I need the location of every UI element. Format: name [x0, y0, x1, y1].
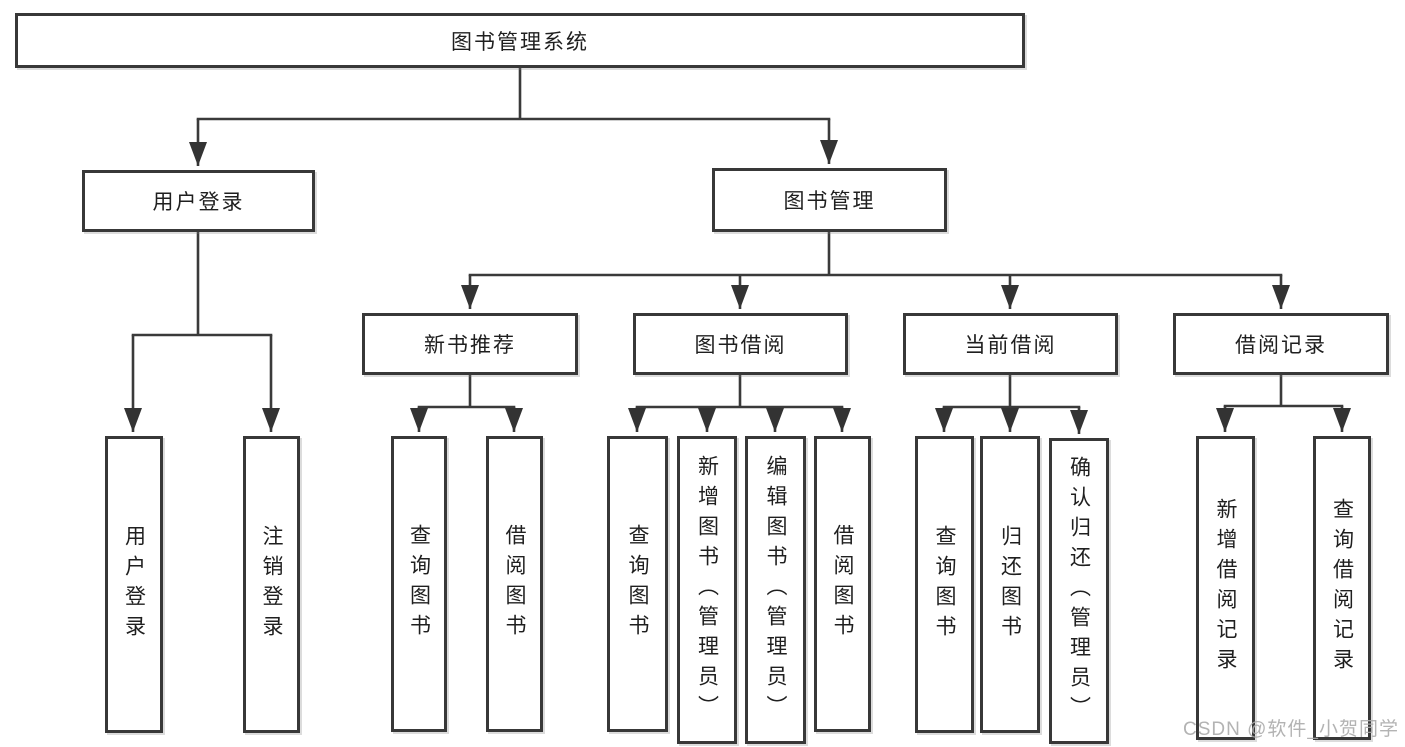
leaf-logout-label: 注销登录 [260, 524, 283, 645]
node-borrow-records: 借阅记录 [1173, 313, 1389, 375]
leaf-borrow-query-books-label: 查询图书 [626, 524, 649, 644]
csdn-watermark: CSDN @软件_小贺同学 [1183, 719, 1399, 740]
node-root-system: 图书管理系统 [15, 13, 1025, 68]
leaf-recommend-query-books-label: 查询图书 [407, 524, 431, 644]
leaf-add-borrow-record: 新增借阅记录 [1196, 436, 1255, 740]
node-current-borrow: 当前借阅 [903, 313, 1118, 375]
node-book-management: 图书管理 [712, 168, 947, 232]
leaf-user-login: 用户登录 [105, 436, 163, 733]
leaf-borrow-books: 借阅图书 [814, 436, 871, 732]
leaf-confirm-return-admin: 确认归还（管理员） [1049, 438, 1109, 744]
leaf-return-books-label: 归还图书 [998, 524, 1022, 645]
leaf-borrow-query-books: 查询图书 [607, 436, 668, 732]
leaf-recommend-query-books: 查询图书 [391, 436, 447, 732]
leaf-add-books-admin-label: 新增图书（管理员） [695, 455, 719, 725]
leaf-confirm-return-admin-label: 确认归还（管理员） [1067, 456, 1091, 726]
node-new-book-recommend-label: 新书推荐 [424, 334, 516, 357]
node-current-borrow-label: 当前借阅 [964, 334, 1057, 357]
leaf-query-borrow-record: 查询借阅记录 [1313, 436, 1371, 740]
leaf-add-borrow-record-label: 新增借阅记录 [1214, 498, 1237, 678]
node-root-system-label: 图书管理系统 [451, 30, 589, 54]
node-borrow-records-label: 借阅记录 [1235, 334, 1327, 357]
node-new-book-recommend: 新书推荐 [362, 313, 578, 375]
leaf-edit-books-admin: 编辑图书（管理员） [745, 436, 806, 744]
leaf-logout: 注销登录 [243, 436, 300, 733]
leaf-borrow-books-label: 借阅图书 [831, 524, 854, 644]
leaf-user-login-label: 用户登录 [122, 524, 146, 645]
node-user-login-label: 用户登录 [152, 191, 245, 214]
leaf-add-books-admin: 新增图书（管理员） [677, 436, 737, 744]
node-book-management-label: 图书管理 [783, 190, 876, 213]
leaf-query-borrow-record-label: 查询借阅记录 [1330, 498, 1354, 678]
node-user-login: 用户登录 [82, 170, 315, 232]
node-book-borrow-label: 图书借阅 [694, 334, 787, 357]
leaf-edit-books-admin-label: 编辑图书（管理员） [764, 455, 787, 725]
leaf-current-query-books: 查询图书 [915, 436, 974, 733]
leaf-recommend-borrow-books: 借阅图书 [486, 436, 543, 732]
leaf-return-books: 归还图书 [980, 436, 1040, 733]
leaf-recommend-borrow-books-label: 借阅图书 [503, 524, 526, 644]
leaf-current-query-books-label: 查询图书 [933, 524, 956, 645]
node-book-borrow: 图书借阅 [633, 313, 848, 375]
